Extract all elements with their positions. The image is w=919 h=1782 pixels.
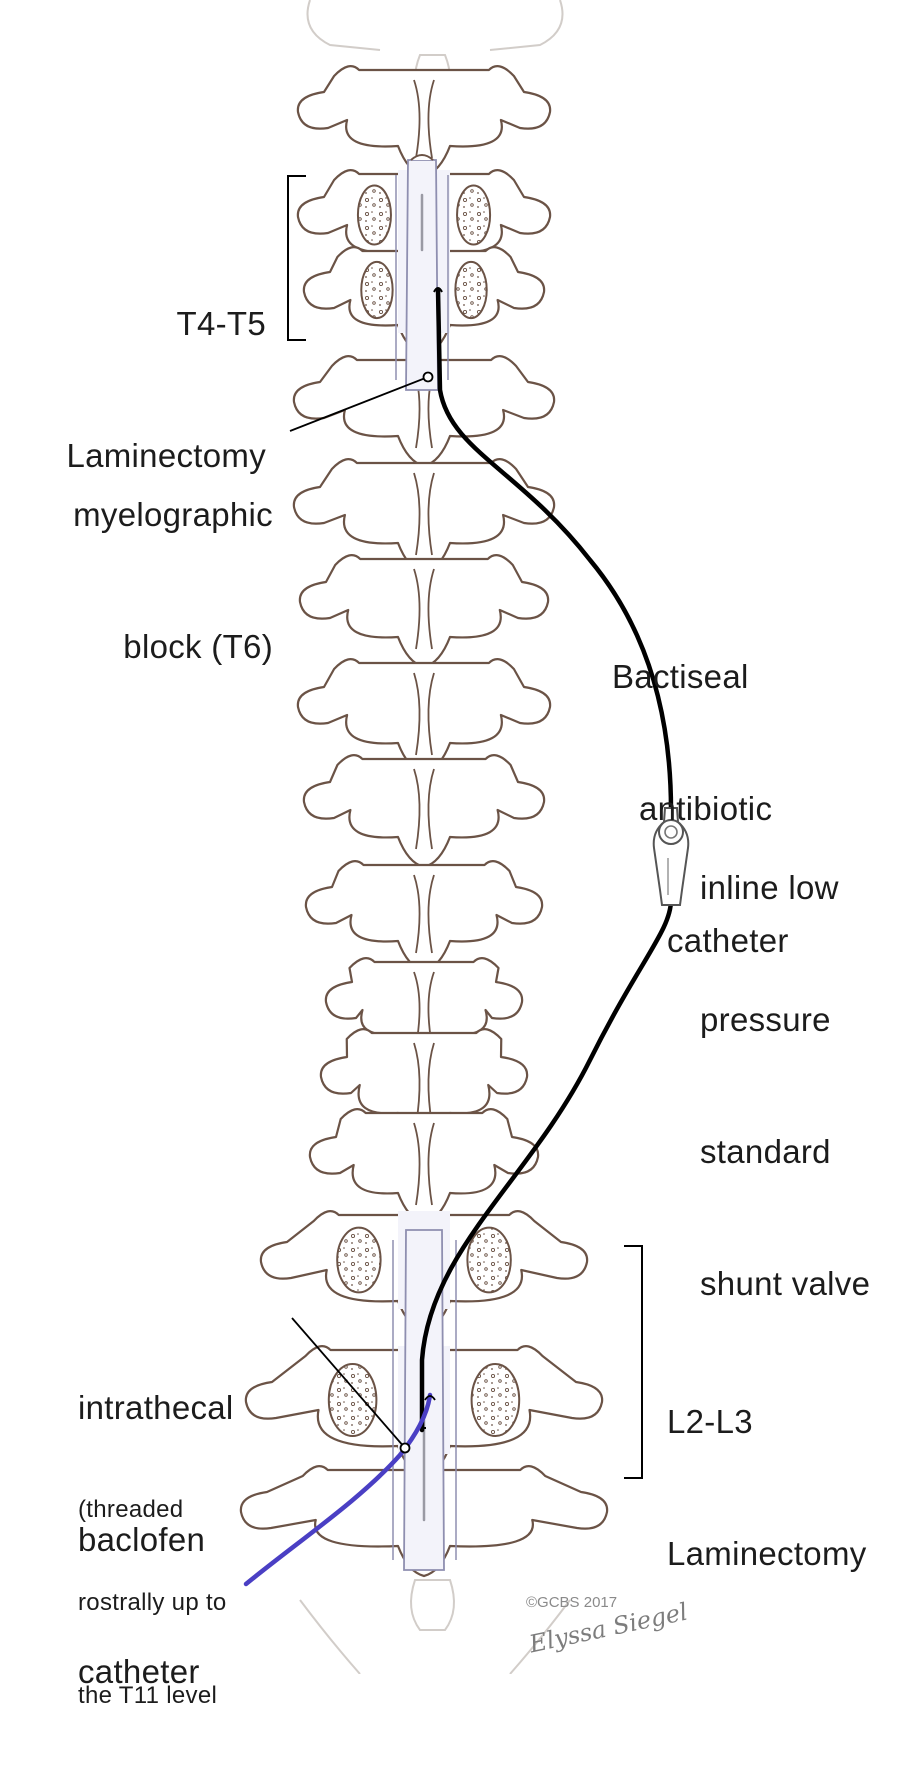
valve-label-line4: shunt valve — [700, 1262, 870, 1306]
vertebra-9 — [306, 861, 542, 971]
t4-t5-label-line1: T4-T5 — [0, 302, 266, 346]
vertebra-6 — [300, 555, 548, 667]
exposed-lamina — [455, 262, 486, 318]
spine-diagram: T4-T5 Laminectomy myelographic block (T6… — [0, 0, 919, 1674]
vertebra-outline — [300, 555, 548, 667]
copyright-notice: ©GCBS 2017 — [526, 1594, 617, 1611]
vertebra-5 — [294, 459, 554, 573]
baclofen-leader-dot — [401, 1444, 410, 1453]
vertebra-outline — [294, 459, 554, 573]
t4-t5-bracket — [288, 176, 306, 340]
myelo-label-line1: myelographic — [0, 493, 273, 537]
vertebra-outline — [298, 659, 550, 773]
exposed-lamina — [467, 1228, 510, 1293]
baclofen-note-line3: the T11 level — [78, 1680, 227, 1711]
baclofen-note-line1: (threaded — [78, 1494, 227, 1525]
vertebra-8 — [304, 755, 544, 867]
l2-l3-label-line2: Laminectomy — [667, 1532, 867, 1576]
valve-label-line3: standard — [700, 1130, 870, 1174]
vertebra-7 — [298, 659, 550, 773]
myelo-label-line2: block (T6) — [0, 625, 273, 669]
bactiseal-label-line1: Bactiseal — [612, 655, 789, 699]
vertebra-outline — [306, 861, 542, 971]
exposed-lamina — [329, 1364, 377, 1436]
exposed-lamina — [337, 1228, 380, 1293]
l2-l3-label-line1: L2-L3 — [667, 1400, 867, 1444]
baclofen-note-line2: rostrally up to — [78, 1587, 227, 1618]
valve-label-line2: pressure — [700, 998, 870, 1042]
l2-l3-label: L2-L3 Laminectomy — [667, 1312, 867, 1664]
baclofen-catheter-intrathecal-segment — [422, 970, 423, 1395]
myelo-leader-dot — [424, 373, 433, 382]
l2-l3-bracket — [624, 1246, 642, 1478]
baclofen-label-line1: intrathecal — [78, 1386, 234, 1430]
myelographic-block-label: myelographic block (T6) — [0, 405, 273, 757]
shunt-valve-label: inline low pressure standard shunt valve — [700, 778, 870, 1394]
exposed-lamina — [358, 185, 391, 244]
vertebra-outline — [304, 755, 544, 867]
exposed-lamina — [472, 1364, 520, 1436]
exposed-lamina — [457, 185, 490, 244]
exposed-lamina — [361, 262, 392, 318]
valve-label-line1: inline low — [700, 866, 870, 910]
baclofen-note: (threaded rostrally up to the T11 level — [78, 1432, 227, 1773]
